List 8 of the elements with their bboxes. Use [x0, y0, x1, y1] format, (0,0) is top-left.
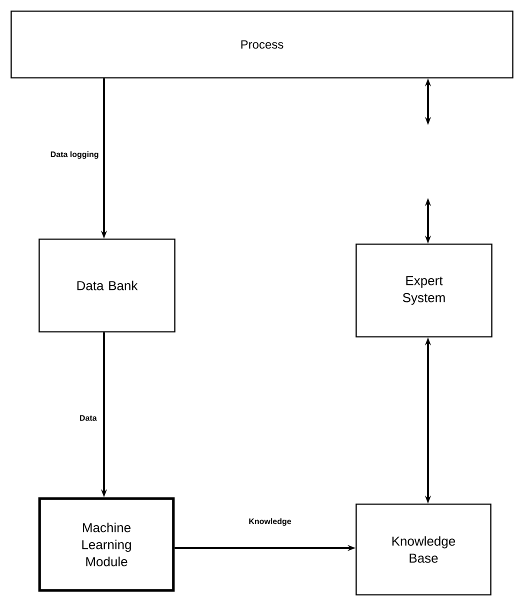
process-box: Process — [10, 10, 514, 78]
edge-label: Knowledge — [248, 517, 292, 527]
edge-label: Data — [78, 414, 98, 422]
process-box: Data Bank — [38, 238, 176, 332]
process-box: Knowledge Base — [356, 504, 492, 596]
edge-label: Data logging — [49, 150, 100, 160]
process-box: Expert System — [356, 244, 492, 338]
process-box: Machine Learning Module — [38, 497, 175, 592]
